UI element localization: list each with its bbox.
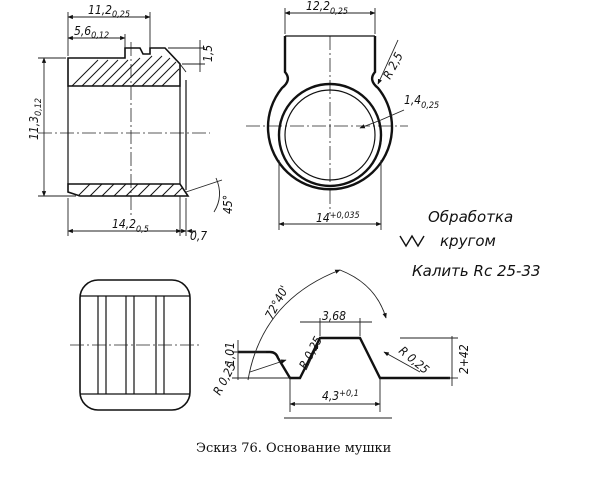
dim-1-01: 1,01 bbox=[223, 342, 237, 366]
hardness-note: Калить Rc 25-33 bbox=[412, 262, 541, 280]
bottom-hatch bbox=[77, 183, 183, 197]
dim-r-0-25-left: R 0,25 bbox=[210, 360, 239, 398]
figure-caption: Эскиз 76. Основание мушки bbox=[196, 441, 391, 456]
dim-14-2: 14,20,5 bbox=[112, 217, 149, 235]
surface-finish-symbol bbox=[399, 234, 425, 248]
dim-0-7: 0,7 bbox=[190, 229, 207, 243]
dim-11-3: 11,30,12 bbox=[27, 98, 44, 140]
dim-3-68: 3,68 bbox=[322, 309, 346, 323]
plan-view bbox=[70, 279, 200, 411]
top-hatch bbox=[71, 55, 180, 87]
dim-r-0-25-right: R 0,25 bbox=[396, 344, 432, 377]
dim-r-0-25-mid: R 0,25 bbox=[296, 334, 325, 372]
finish-note-line1: Обработка bbox=[428, 208, 513, 226]
finish-note-line2: кругом bbox=[440, 232, 496, 250]
dim-1-5: 1,5 bbox=[201, 45, 215, 62]
dim-5-6: 5,60,12 bbox=[74, 24, 109, 41]
profile-detail bbox=[232, 269, 458, 419]
dim-r-2-5: R 2,5 bbox=[380, 50, 406, 81]
dim-1-4: 1,40,25 bbox=[404, 93, 439, 111]
dim-45-deg: 45° bbox=[221, 195, 235, 214]
end-view bbox=[246, 8, 408, 230]
dim-4-3: 4,3+0,1 bbox=[322, 389, 359, 403]
dim-14-diameter: 14+0,035 bbox=[316, 211, 360, 225]
dim-12-2: 12,20,25 bbox=[306, 0, 348, 17]
dim-11-2: 11,20,25 bbox=[88, 3, 130, 20]
section-view bbox=[38, 12, 223, 236]
dim-2-42: 2+42 bbox=[457, 344, 471, 374]
